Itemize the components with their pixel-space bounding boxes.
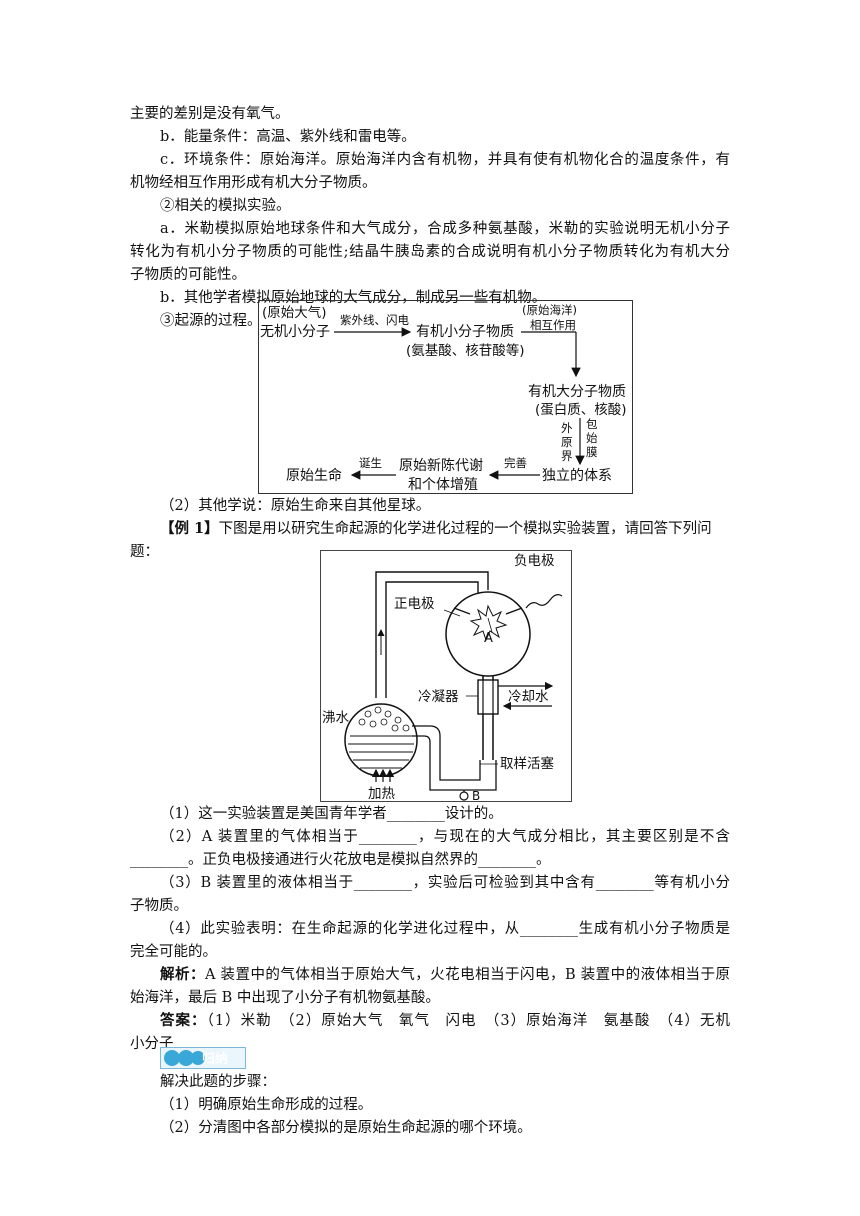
flow-edge-label: 外 [561, 421, 573, 435]
flow-node-small-organic-examples: (氨基酸、核苷酸等) [406, 342, 525, 359]
flask-b [459, 791, 469, 801]
condenser [477, 679, 499, 715]
flow-edge-birth: 诞生 [359, 456, 382, 470]
step-1: （1）明确原始生命形成的过程。 [160, 1097, 373, 1113]
flask-a-label: A [484, 631, 493, 646]
question-1: （1）这一实验装置是美国青年学者________设计的。 [160, 806, 503, 822]
cooling-water-label: 冷却水 [508, 689, 549, 705]
flow-node-primitive-life: 原始生命 [286, 467, 342, 484]
tube-loop [375, 571, 489, 698]
boiling-water-label: 沸水 [322, 710, 349, 726]
flow-edge-ocean-note: (原始海洋) [522, 303, 577, 317]
example-heading: 【例 1】下图是用以研究生命起源的化学进化过程的一个模拟实验装置，请回答下列问 [160, 519, 730, 539]
flow-node-inorganic: 无机小分子 [260, 324, 330, 340]
summary-tag: 归纳 [160, 1047, 246, 1069]
flow-edge-label: 始 [586, 431, 598, 445]
flow-node-atmos-note: (原始大气) [262, 305, 327, 321]
answer: 答案：（1）米勒 （2）原始大气 氧气 闪电 （3）原始海洋 氨基酸 （4）无机 [160, 1011, 730, 1031]
flow-node-independent-system: 独立的体系 [542, 468, 612, 484]
text-line: c．环境条件：原始海洋。原始海洋内含有机物，并具有使有机物化合的温度条件，有 [160, 152, 730, 168]
steps-intro: 解决此题的步骤： [160, 1074, 276, 1090]
text-line: ③起源的过程。 [160, 313, 262, 329]
text-line: （2）其他学说：原始生命来自其他星球。 [160, 498, 431, 514]
flow-edge-label: 膜 [586, 445, 598, 459]
tube-loop-inner [385, 581, 479, 698]
flow-node-reproduction: 和个体增殖 [408, 476, 478, 493]
question-2-cont: ________。正负电极接通进行火花放电是模拟自然界的________。 [130, 852, 551, 868]
text-line: 题： [130, 544, 159, 560]
flow-node-metabolism: 原始新陈代谢 [399, 457, 483, 474]
flow-edge-interaction: 相互作用 [530, 318, 576, 332]
text-line: 机物经相互作用形成有机大分子物质。 [130, 175, 377, 191]
analysis: 解析：A 装置中的气体相当于原始大气，火花电相当于闪电，B 装置中的液体相当于原 [160, 965, 730, 985]
flow-edge-perfect: 完善 [504, 456, 527, 470]
sampling-valve-label: 取样活塞 [500, 755, 554, 772]
origin-flow-diagram: (原始大气) 无机小分子 紫外线、闪电 有机小分子物质 (氨基酸、核苷酸等) (… [258, 300, 633, 494]
question-3: （3）B 装置里的液体相当于________，实验后可检验到其中含有______… [160, 875, 730, 891]
text-line: 主要的差别是没有氧气。 [130, 106, 290, 122]
text-line: 转化为有机小分子物质的可能性;结晶牛胰岛素的合成说明有机小分子物质转化为有机大分 [130, 244, 730, 260]
miller-apparatus-diagram: A 负电极 正电极 冷凝器 冷却水 沸水 取样活塞 B 加热 [320, 550, 572, 802]
flow-edge-label: 原 [561, 435, 573, 449]
example-label: 【例 1】 [160, 520, 219, 537]
text-line: a．米勒模拟原始地球条件和大气成分，合成多种氨基酸，米勒的实验说明无机小分子 [160, 221, 730, 237]
flow-node-small-organic: 有机小分子物质 [416, 324, 514, 340]
text-line: ②相关的模拟实验。 [160, 198, 291, 214]
step-2: （2）分清图中各部分模拟的是原始生命起源的哪个环境。 [160, 1120, 532, 1136]
text-line: 子物质的可能性。 [130, 267, 246, 283]
negative-electrode-label: 负电极 [514, 553, 555, 569]
question-2: （2）A 装置里的气体相当于________，与现在的大气成分相比，其主要区别是… [160, 829, 730, 845]
analysis-cont: 始海洋，最后 B 中出现了小分子有机物氨基酸。 [130, 990, 440, 1006]
flow-node-macromolecule-examples: (蛋白质、核酸) [535, 402, 627, 418]
question-4: （4）此实验表明：在生命起源的化学进化过程中，从________生成有机小分子物… [160, 921, 730, 937]
boiling-flask [344, 703, 418, 777]
flask-b-label: B [472, 789, 480, 802]
answer-label: 答案： [160, 1012, 207, 1029]
analysis-text: A 装置中的气体相当于原始大气，火花电相当于闪电，B 装置中的液体相当于原 [204, 967, 731, 983]
flow-node-macromolecule: 有机大分子物质 [528, 384, 626, 400]
example-text: 下图是用以研究生命起源的化学进化过程的一个模拟实验装置，请回答下列问 [218, 521, 712, 537]
positive-electrode-label: 正电极 [394, 596, 435, 612]
text-line: b．能量条件：高温、紫外线和雷电等。 [160, 129, 416, 145]
answer-text: （1）米勒 （2）原始大气 氧气 闪电 （3）原始海洋 氨基酸 （4）无机 [206, 1013, 731, 1029]
summary-tag-label: 归纳 [202, 1051, 228, 1067]
question-4-cont: 完全可能的。 [130, 944, 217, 960]
question-3-cont: 子物质。 [130, 898, 188, 914]
text-line: b．其他学者模拟原始地球的大气成分，制成另一些有机物。 [160, 290, 547, 306]
flow-edge-label: 界 [561, 449, 573, 463]
flow-edge-uv: 紫外线、闪电 [340, 313, 409, 327]
condenser-label: 冷凝器 [418, 689, 459, 705]
analysis-label: 解析： [160, 966, 205, 983]
heat-label: 加热 [368, 786, 395, 802]
flow-edge-label: 包 [586, 417, 598, 431]
